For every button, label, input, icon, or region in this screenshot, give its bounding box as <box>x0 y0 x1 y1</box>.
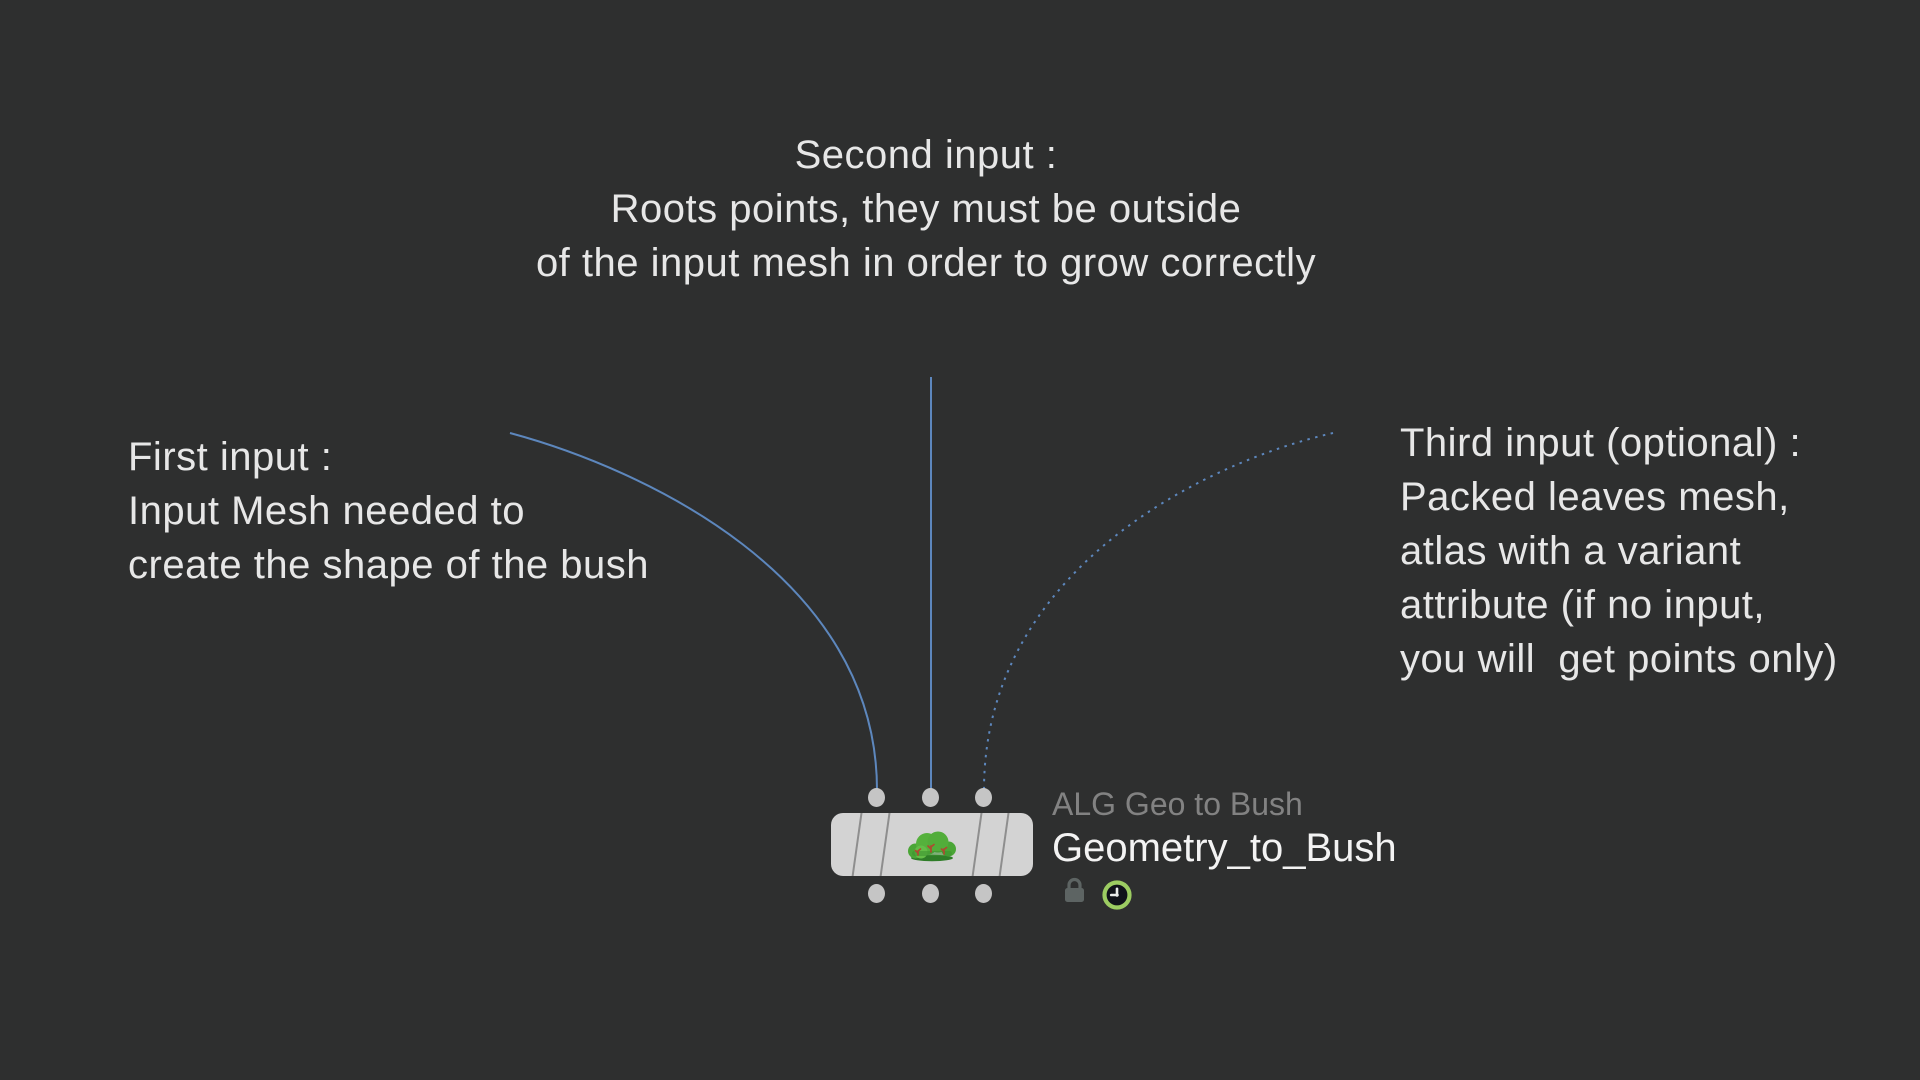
bush-icon <box>908 831 956 862</box>
annotation-line: atlas with a variant <box>1400 529 1742 573</box>
annotation-line: Second input : <box>794 133 1058 177</box>
annotation-line: First input : <box>128 435 333 479</box>
output-connector-3[interactable] <box>975 884 992 903</box>
input-connector-2[interactable] <box>922 788 939 807</box>
annotation-second-input: Second input : Roots points, they must b… <box>536 128 1316 290</box>
annotation-line: of the input mesh in order to grow corre… <box>535 241 1317 285</box>
node-stripe <box>878 813 892 876</box>
annotation-third-input: Third input (optional) : Packed leaves m… <box>1400 416 1838 686</box>
annotation-line: Input Mesh needed to <box>128 489 525 533</box>
annotation-line: Third input (optional) : <box>1400 421 1802 465</box>
wire-first-input <box>509 432 878 791</box>
lock-icon <box>1065 877 1084 902</box>
geometry-to-bush-node[interactable] <box>831 813 1033 876</box>
annotation-line: attribute (if no input, <box>1400 583 1766 627</box>
input-connector-1[interactable] <box>868 788 885 807</box>
annotation-first-input: First input : Input Mesh needed to creat… <box>128 430 649 592</box>
node-type-label: ALG Geo to Bush <box>1052 786 1303 822</box>
annotation-line: create the shape of the bush <box>128 543 650 587</box>
wire-third-input <box>983 432 1334 791</box>
node-stripe <box>997 813 1011 876</box>
node-stripe <box>970 813 984 876</box>
annotation-line: Packed leaves mesh, <box>1400 475 1790 519</box>
node-name-label[interactable]: Geometry_to_Bush <box>1052 826 1397 870</box>
clock-icon <box>1102 880 1132 910</box>
annotation-line: Roots points, they must be outside <box>610 187 1242 231</box>
output-connector-1[interactable] <box>868 884 885 903</box>
input-connector-3[interactable] <box>975 788 992 807</box>
node-stripe <box>850 813 864 876</box>
output-connector-2[interactable] <box>922 884 939 903</box>
annotation-line: you will get points only) <box>1400 637 1838 681</box>
